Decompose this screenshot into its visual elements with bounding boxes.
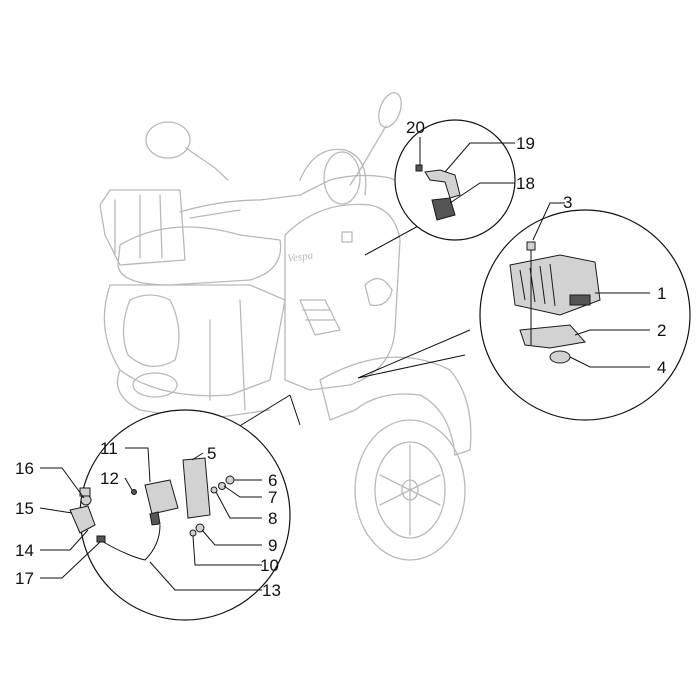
zoom-circle-lower-left (69, 409, 291, 621)
callout-1: 1 (657, 284, 666, 303)
callout-labels: 1 2 3 4 5 6 7 8 9 10 11 12 13 14 15 16 1… (15, 118, 666, 600)
callout-12: 12 (100, 469, 119, 488)
callout-17: 17 (15, 569, 34, 588)
callout-20: 20 (406, 118, 425, 137)
callout-13: 13 (262, 581, 281, 600)
zoom-circle-right (479, 209, 691, 421)
callout-2: 2 (657, 321, 666, 340)
callout-leaders (39, 137, 650, 591)
callout-10: 10 (260, 556, 279, 575)
callout-3: 3 (563, 193, 572, 212)
callout-16: 16 (15, 459, 34, 478)
scooter-outline: Vespa (99, 92, 472, 561)
callout-11: 11 (100, 439, 118, 458)
callout-4: 4 (657, 358, 666, 377)
zoom-circle-top (394, 119, 516, 241)
vespa-logo-text: Vespa (287, 249, 315, 265)
callout-9: 9 (268, 536, 277, 555)
callout-15: 15 (15, 499, 34, 518)
callout-14: 14 (15, 541, 34, 560)
callout-7: 7 (268, 488, 277, 507)
callout-19: 19 (516, 134, 535, 153)
callout-8: 8 (268, 509, 277, 528)
callout-18: 18 (516, 174, 535, 193)
callout-5: 5 (207, 444, 216, 463)
callout-6: 6 (268, 471, 277, 490)
